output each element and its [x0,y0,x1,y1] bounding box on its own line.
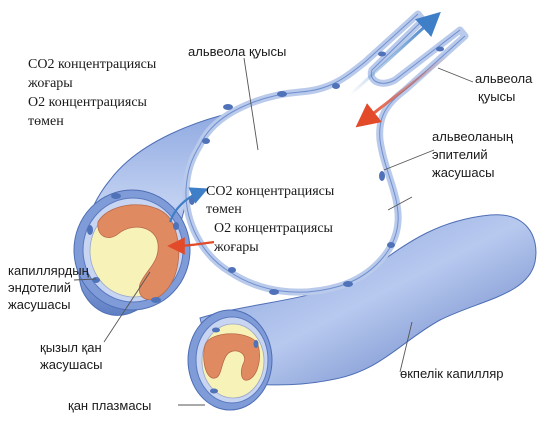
label-alveolar-space-right-1: альвеола [475,71,533,86]
co2-diffusion-arrow [168,187,209,223]
label-epithelial-2: эпителий [432,147,488,162]
label-endothelial-2: эндотелий [8,280,72,295]
label-lung-capillary: өкпелік капилляр [400,366,504,381]
label-epithelial-1: альвеоланың [432,129,514,144]
label-high-o2-1: O2 концентрациясы [214,221,333,236]
label-red-blood-cell-2: жасушасы [40,357,103,372]
capillary-cross-section-upper [73,189,191,311]
alveolar-wall-nuclei [189,46,444,295]
label-alveolar-space-right-2: қуысы [478,89,516,104]
label-endothelial-1: капиллярдың [8,263,89,278]
label-high-co2-1: CO2 концентрациясы [28,57,157,72]
label-blood-plasma: қан плазмасы [68,398,152,413]
air-outflow-arrow [348,11,441,97]
label-low-o2-2: төмен [28,114,64,129]
air-inflow-arrow [355,53,449,128]
label-low-o2-1: O2 концентрациясы [28,95,147,110]
label-epithelial-3: жасушасы [432,165,495,180]
label-red-blood-cell-1: қызыл қан [40,340,102,355]
label-endothelial-3: жасушасы [8,297,71,312]
label-alveolar-space-top: альвеола қуысы [188,44,287,59]
o2-diffusion-arrow [167,237,215,255]
leader-lines [73,57,474,406]
label-low-co2-1: CO2 концентрациясы [206,184,335,199]
label-low-co2-2: төмен [206,202,242,217]
label-high-o2-2: жоғары [214,240,259,255]
label-high-co2-2: жоғары [28,76,73,91]
capillary-cross-section-lower [187,309,273,411]
